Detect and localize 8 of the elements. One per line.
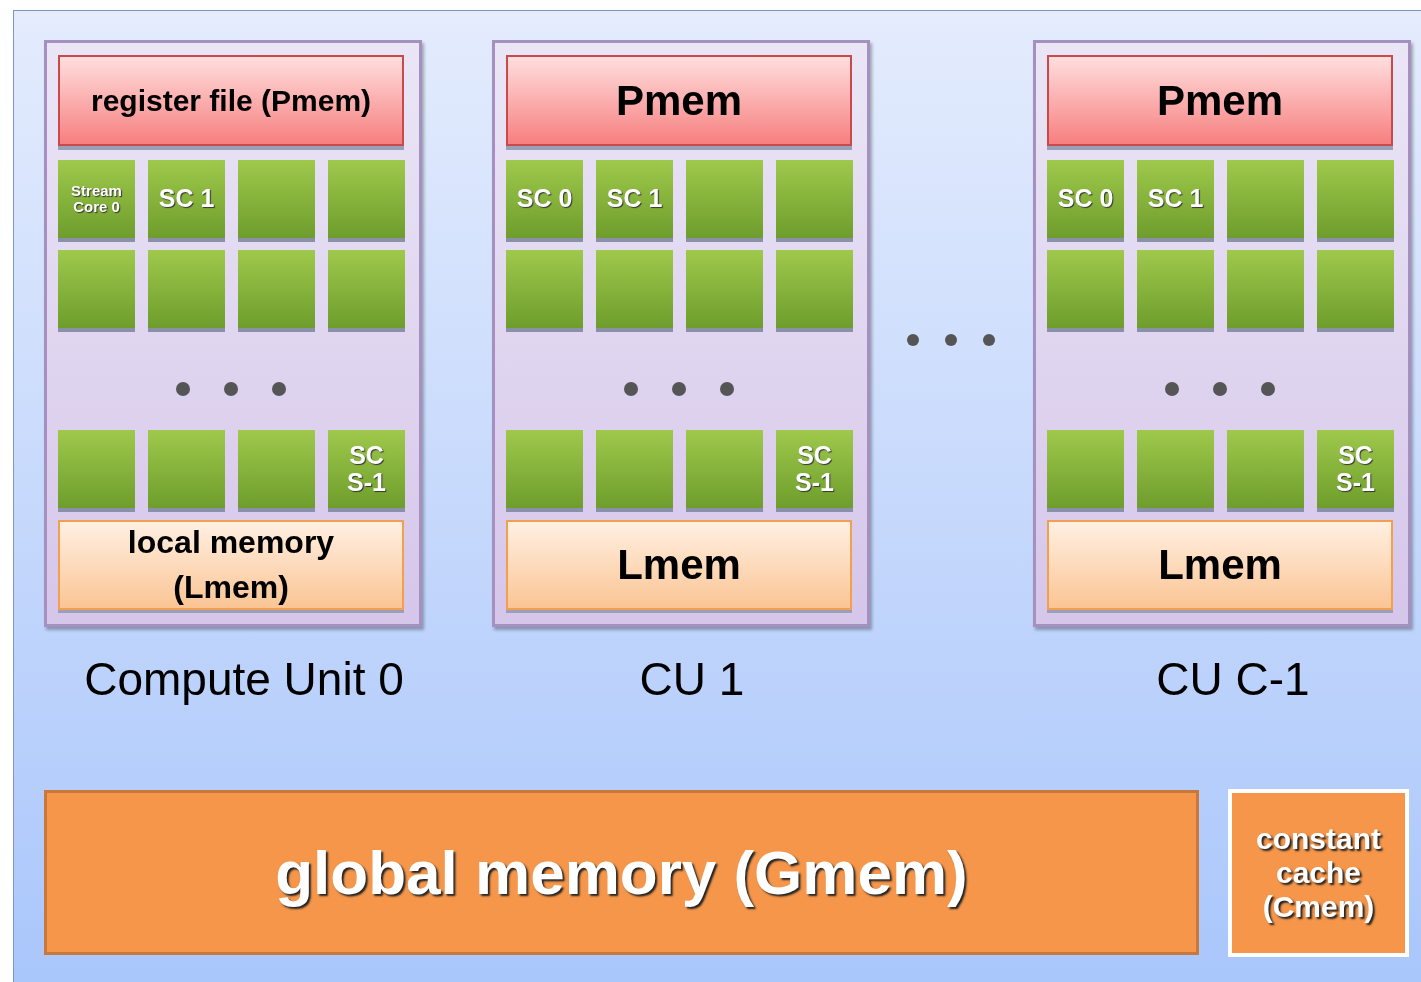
unit-caption: CU C-1 [1155,652,1311,706]
local-memory-bar: Lmem [506,520,852,610]
constant-cache-box: constant cache (Cmem) [1228,789,1409,957]
local-memory-bar: Lmem [1047,520,1393,610]
local-memory-bar: local memory (Lmem) [58,520,404,610]
global-memory-bar: global memory (Gmem) [44,790,1199,955]
unit-caption: CU 1 [638,652,746,706]
unit-caption: Compute Unit 0 [83,652,405,706]
